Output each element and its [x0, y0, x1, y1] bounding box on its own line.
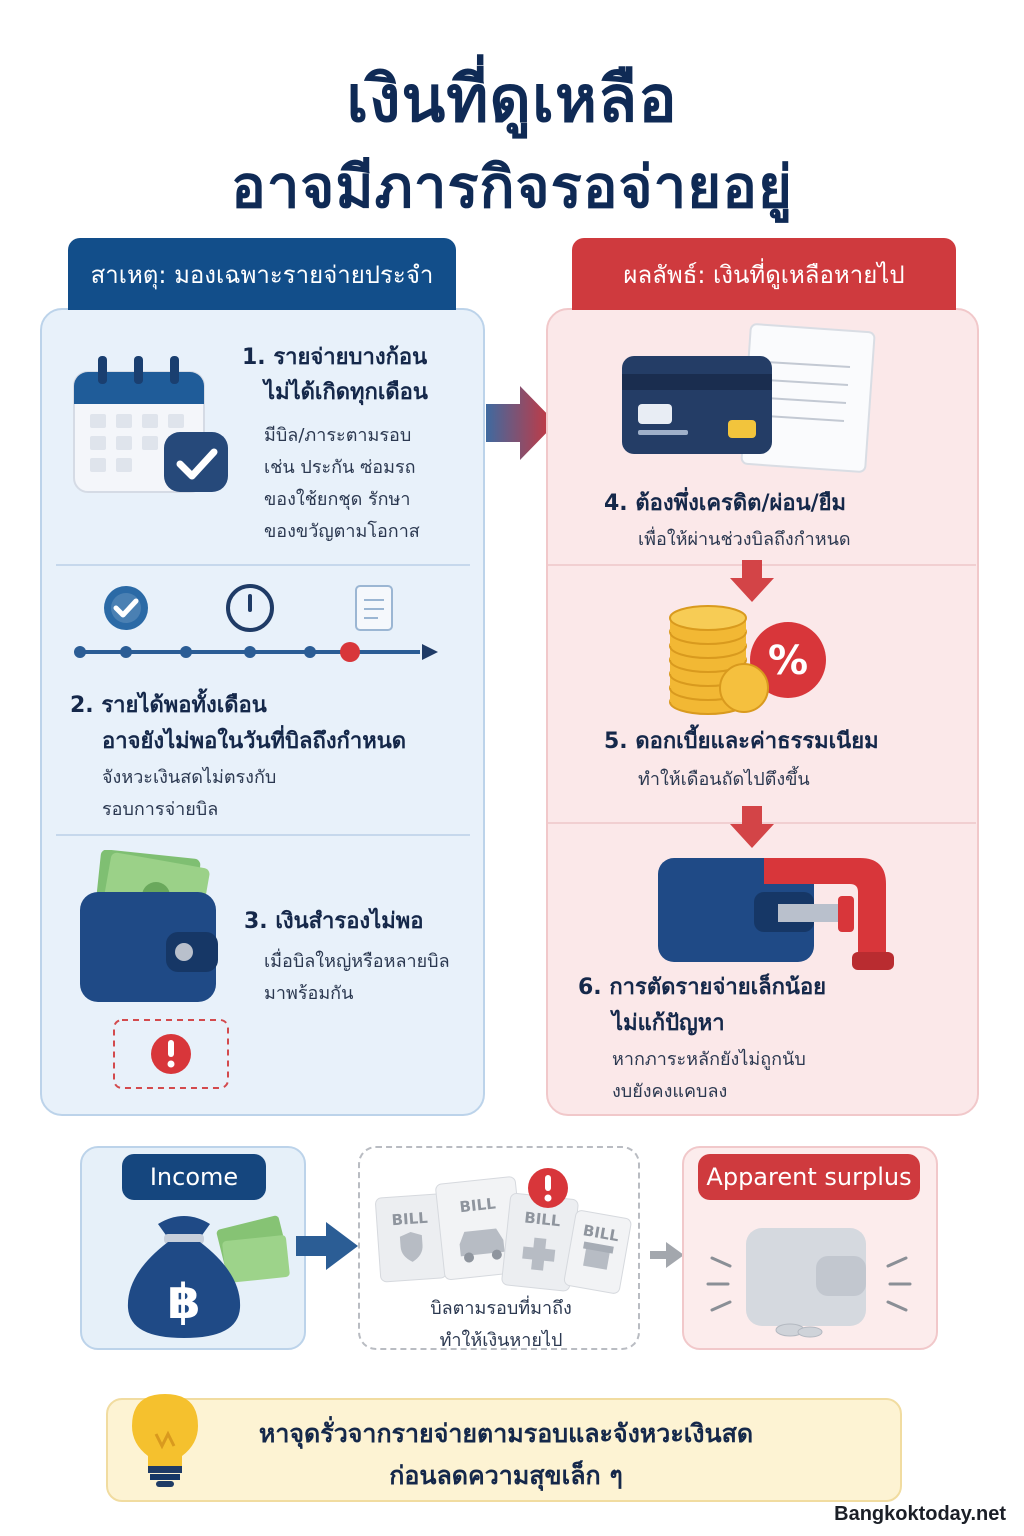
- cause-1-desc-1: มีบิล/ภาระตามรอบ: [264, 425, 412, 446]
- bills-icon: BILL BILL BILL BILL: [375, 1168, 632, 1294]
- cause-3-title: 3. เงินสำรองไม่พอ: [244, 909, 424, 934]
- right-arrow-icon: [296, 1222, 358, 1270]
- down-arrow-icon: [730, 806, 774, 848]
- effect-4-desc: เพื่อให้ผ่านช่วงบิลถึงกำหนด: [638, 529, 851, 550]
- cause-1-desc-3: ของใช้ยกชุด รักษา: [264, 489, 411, 510]
- tip-line-1: หาจุดรั่วจากรายจ่ายตามรอบและจังหวะเงินสด: [258, 1419, 754, 1448]
- brand-watermark: Bangkoktoday.net: [834, 1503, 1006, 1525]
- bill-label: BILL: [523, 1208, 561, 1230]
- cause-1-desc-4: ของขวัญตามโอกาส: [264, 521, 420, 542]
- bill-label: BILL: [391, 1209, 429, 1230]
- effect-4-title: 4. ต้องพึ่งเครดิต/ผ่อน/ยืม: [604, 491, 847, 516]
- cause-2-title-2: อาจยังไม่พอในวันที่บิลถึงกำหนด: [102, 729, 407, 754]
- cause-3-desc-2: มาพร้อมกัน: [264, 983, 354, 1004]
- flow-arrow-icon: [486, 386, 556, 460]
- warning-icon: [113, 1019, 229, 1089]
- timeline-icon: [74, 584, 438, 662]
- effect-6-desc-2: งบยังคงแคบลง: [612, 1081, 728, 1102]
- calendar-check-icon: [73, 356, 228, 493]
- wallet-cash-icon: [80, 850, 218, 1002]
- surplus-label: Apparent surplus: [698, 1154, 920, 1200]
- money-bag-icon: ฿: [127, 1215, 290, 1338]
- bills-caption-2: ทำให้เงินหายไป: [439, 1330, 563, 1351]
- empty-wallet-icon: [706, 1228, 912, 1338]
- effects-header: ผลลัพธ์: เงินที่ดูเหลือหายไป: [572, 238, 956, 310]
- currency-symbol: ฿: [167, 1274, 200, 1330]
- effect-5-desc: ทำให้เดือนถัดไปตึงขึ้น: [638, 769, 810, 790]
- lightbulb-icon: [132, 1394, 198, 1487]
- page-title: เงินที่ดูเหลือ: [346, 63, 678, 137]
- tip-box: หาจุดรั่วจากรายจ่ายตามรอบและจังหวะเงินสด…: [106, 1398, 902, 1502]
- effect-6-title-2: ไม่แก้ปัญหา: [612, 1011, 725, 1036]
- effect-6-title: 6. การตัดรายจ่ายเล็กน้อย: [578, 975, 827, 1000]
- effect-6-desc-1: หากภาระหลักยังไม่ถูกนับ: [612, 1049, 806, 1070]
- bills-caption-1: บิลตามรอบที่มาถึง: [430, 1298, 572, 1319]
- down-arrow-icon: [730, 560, 774, 602]
- cause-2-desc-1: จังหวะเงินสดไม่ตรงกับ: [102, 767, 277, 788]
- divider: [56, 834, 470, 836]
- cause-2-title: 2. รายได้พอทั้งเดือน: [70, 693, 267, 718]
- page-subtitle: อาจมีภารกิจรอจ่ายอยู่: [230, 153, 793, 221]
- cause-1-title-2: ไม่ได้เกิดทุกเดือน: [264, 380, 428, 405]
- divider: [56, 564, 470, 566]
- bill-label: BILL: [459, 1194, 497, 1216]
- credit-card-icon: [622, 323, 876, 473]
- svg-text:%: %: [768, 638, 808, 684]
- grey-arrow-icon: [650, 1242, 684, 1268]
- cause-3-desc-1: เมื่อบิลใหญ่หรือหลายบิล: [264, 951, 450, 972]
- cause-2-desc-2: รอบการจ่ายบิล: [102, 799, 219, 820]
- wallet-clamp-icon: [658, 858, 894, 970]
- cause-1-desc-2: เช่น ประกัน ซ่อมรถ: [264, 457, 416, 478]
- tip-line-2: ก่อนลดความสุขเล็ก ๆ: [389, 1461, 623, 1490]
- income-label: Income: [122, 1154, 266, 1200]
- causes-header: สาเหตุ: มองเฉพาะรายจ่ายประจำ: [68, 238, 456, 310]
- cause-1-title: 1. รายจ่ายบางก้อน: [242, 345, 428, 370]
- effect-5-title: 5. ดอกเบี้ยและค่าธรรมเนียม: [604, 729, 879, 754]
- coins-percent-icon: %: [669, 605, 826, 715]
